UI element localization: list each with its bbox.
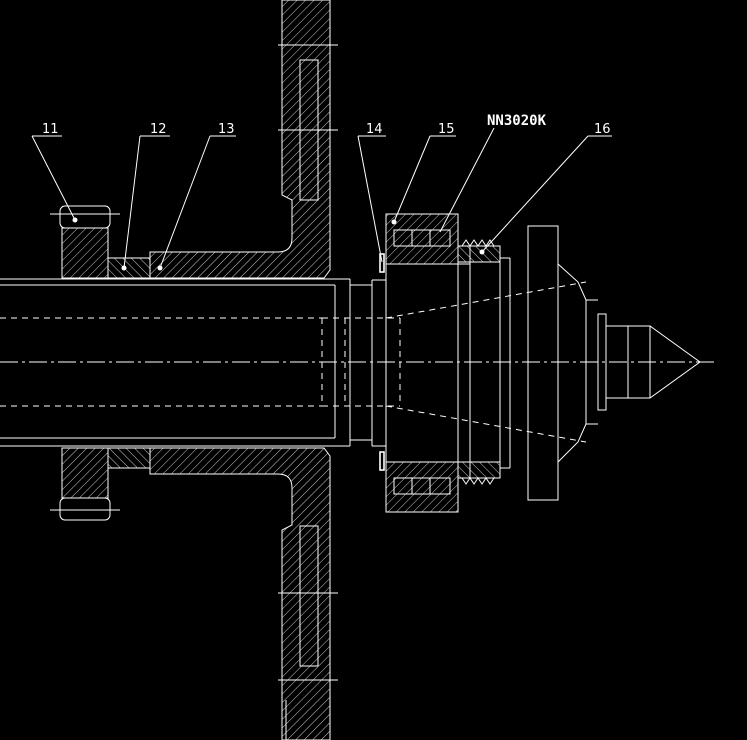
leader-lines — [31, 127, 612, 271]
nut-16 — [457, 239, 501, 485]
bearing-15 — [385, 213, 471, 513]
label-12: 12 — [150, 122, 167, 137]
label-16: 16 — [594, 122, 611, 137]
spacer-12 — [107, 257, 151, 469]
label-14: 14 — [366, 122, 383, 137]
gear-11 — [50, 205, 120, 521]
label-bearing-nn3020k: NN3020K — [487, 113, 547, 129]
housing-flange-13 — [149, 0, 338, 740]
label-15: 15 — [438, 122, 455, 137]
chuck-center — [385, 225, 701, 501]
label-11: 11 — [42, 122, 59, 137]
label-13: 13 — [218, 122, 235, 137]
ring-14 — [379, 253, 385, 471]
